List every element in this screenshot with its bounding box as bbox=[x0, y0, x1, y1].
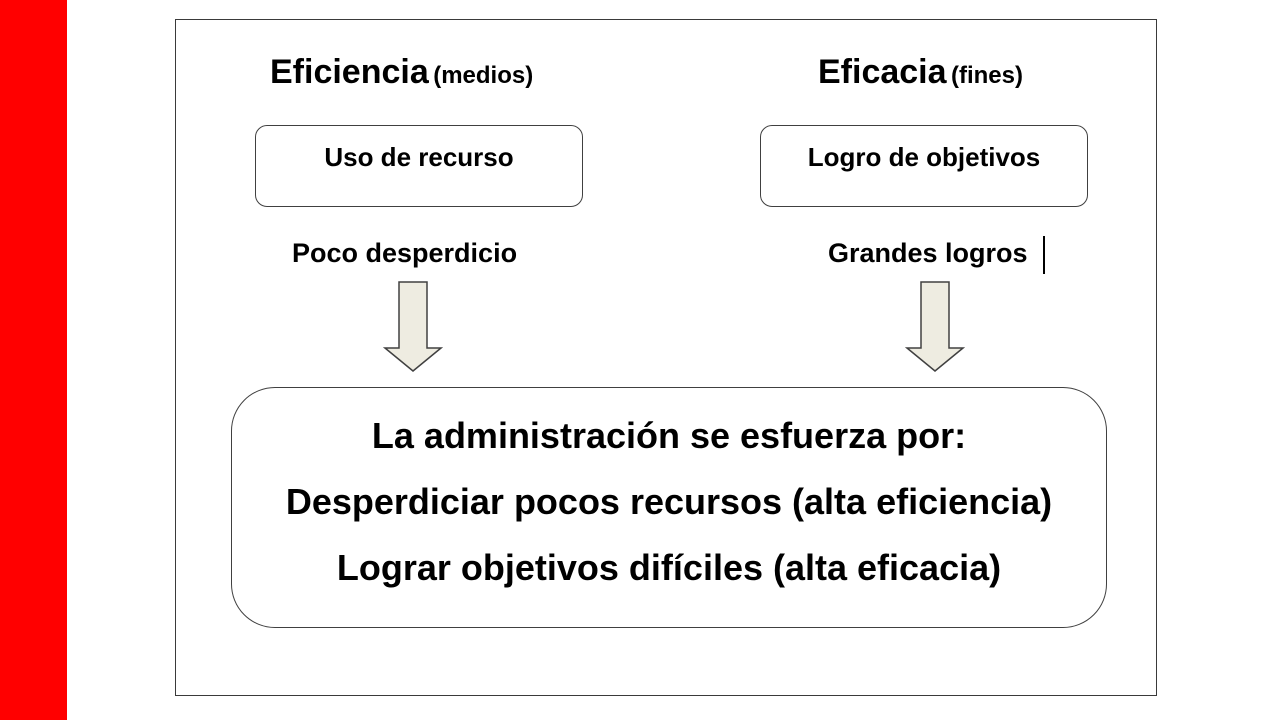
summary-line-2: Desperdiciar pocos recursos (alta eficie… bbox=[285, 481, 1053, 522]
heading-eficiencia-title: Eficiencia bbox=[270, 53, 429, 91]
heading-eficiencia: Eficiencia (medios) bbox=[270, 52, 533, 99]
diagram-frame bbox=[175, 19, 1157, 696]
caption-grandes-logros: Grandes logros bbox=[828, 238, 1028, 268]
summary-box: La administración se esfuerza por: Despe… bbox=[231, 387, 1107, 628]
heading-eficacia-title: Eficacia bbox=[818, 53, 947, 91]
down-arrow-icon bbox=[905, 281, 965, 372]
heading-eficiencia-note: (medios) bbox=[433, 62, 534, 89]
summary-line-3: Lograr objetivos difíciles (alta eficaci… bbox=[336, 547, 1002, 588]
box-uso-de-recurso: Uso de recurso bbox=[255, 125, 583, 207]
down-arrow-icon bbox=[383, 281, 443, 372]
summary-line-1: La administración se esfuerza por: bbox=[371, 415, 967, 456]
heading-eficacia-note: (fines) bbox=[950, 62, 1023, 89]
box-uso-de-recurso-label: Uso de recurso bbox=[324, 142, 514, 172]
text-cursor bbox=[1043, 236, 1045, 274]
heading-eficacia: Eficacia (fines) bbox=[818, 52, 1023, 99]
box-logro-de-objetivos-label: Logro de objetivos bbox=[807, 142, 1041, 172]
caption-poco-desperdicio: Poco desperdicio bbox=[292, 238, 518, 268]
box-logro-de-objetivos: Logro de objetivos bbox=[760, 125, 1088, 207]
accent-bar bbox=[0, 0, 67, 720]
